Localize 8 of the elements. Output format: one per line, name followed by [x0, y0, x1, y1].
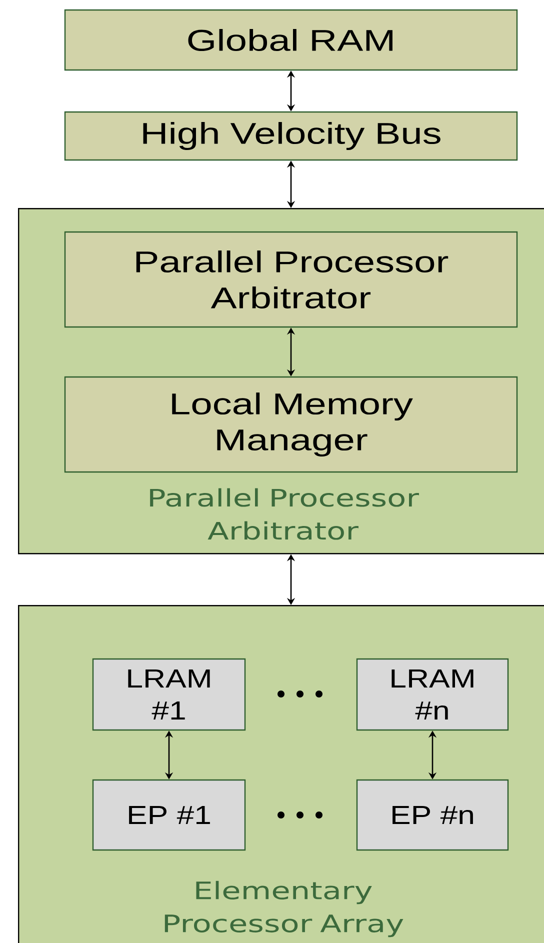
memory-box: EP #1	[92, 779, 246, 851]
process-box: High Velocity Bus	[64, 111, 518, 161]
memory-box: LRAM #1	[92, 658, 246, 731]
memory-box: EP #n	[356, 779, 509, 851]
process-box: Parallel Processor Arbitrator	[64, 231, 518, 328]
memory-box: LRAM #n	[356, 658, 509, 731]
process-box: Local Memory Manager	[64, 376, 518, 473]
process-box: Global RAM	[64, 9, 518, 71]
